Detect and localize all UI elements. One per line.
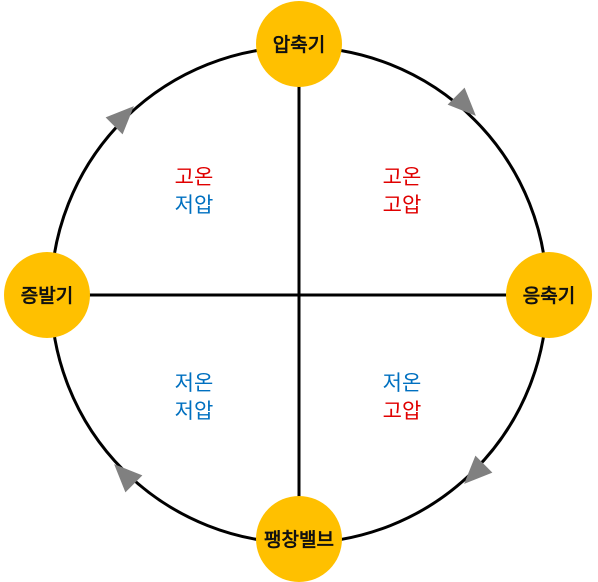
flow-arrow-top-right-icon xyxy=(447,87,476,116)
node-evaporator-circle xyxy=(4,252,90,338)
node-condenser-circle xyxy=(506,252,592,338)
node-condenser-label: 응축기 xyxy=(523,285,575,307)
node-compressor-circle xyxy=(256,1,342,87)
node-evaporator-label: 증발기 xyxy=(21,285,73,307)
quadrant-bottom-right-temp: 저온 xyxy=(383,371,422,395)
quadrant-bottom-right-pressure: 고압 xyxy=(383,399,422,423)
node-expansion-valve-circle xyxy=(256,496,342,582)
quadrant-top-right-temp: 고온 xyxy=(383,165,422,189)
node-compressor: 압축기 xyxy=(256,1,342,87)
flow-arrow-bottom-right-icon xyxy=(464,455,493,484)
flow-arrow-bottom-left-icon xyxy=(114,464,143,493)
node-evaporator: 증발기 xyxy=(4,252,90,338)
node-compressor-label: 압축기 xyxy=(273,34,325,56)
quadrant-top-left-pressure: 저압 xyxy=(175,193,214,217)
node-condenser: 응축기 xyxy=(506,252,592,338)
quadrant-top-left-temp: 고온 xyxy=(175,165,214,189)
quadrant-top-right-pressure: 고압 xyxy=(383,193,422,217)
flow-arrow-top-left-icon xyxy=(105,106,134,135)
node-expansion-valve-label: 팽창밸브 xyxy=(264,529,334,551)
quadrant-bottom-left-temp: 저온 xyxy=(175,371,214,395)
node-expansion-valve: 팽창밸브 xyxy=(256,496,342,582)
quadrant-bottom-left-pressure: 저압 xyxy=(175,399,214,423)
